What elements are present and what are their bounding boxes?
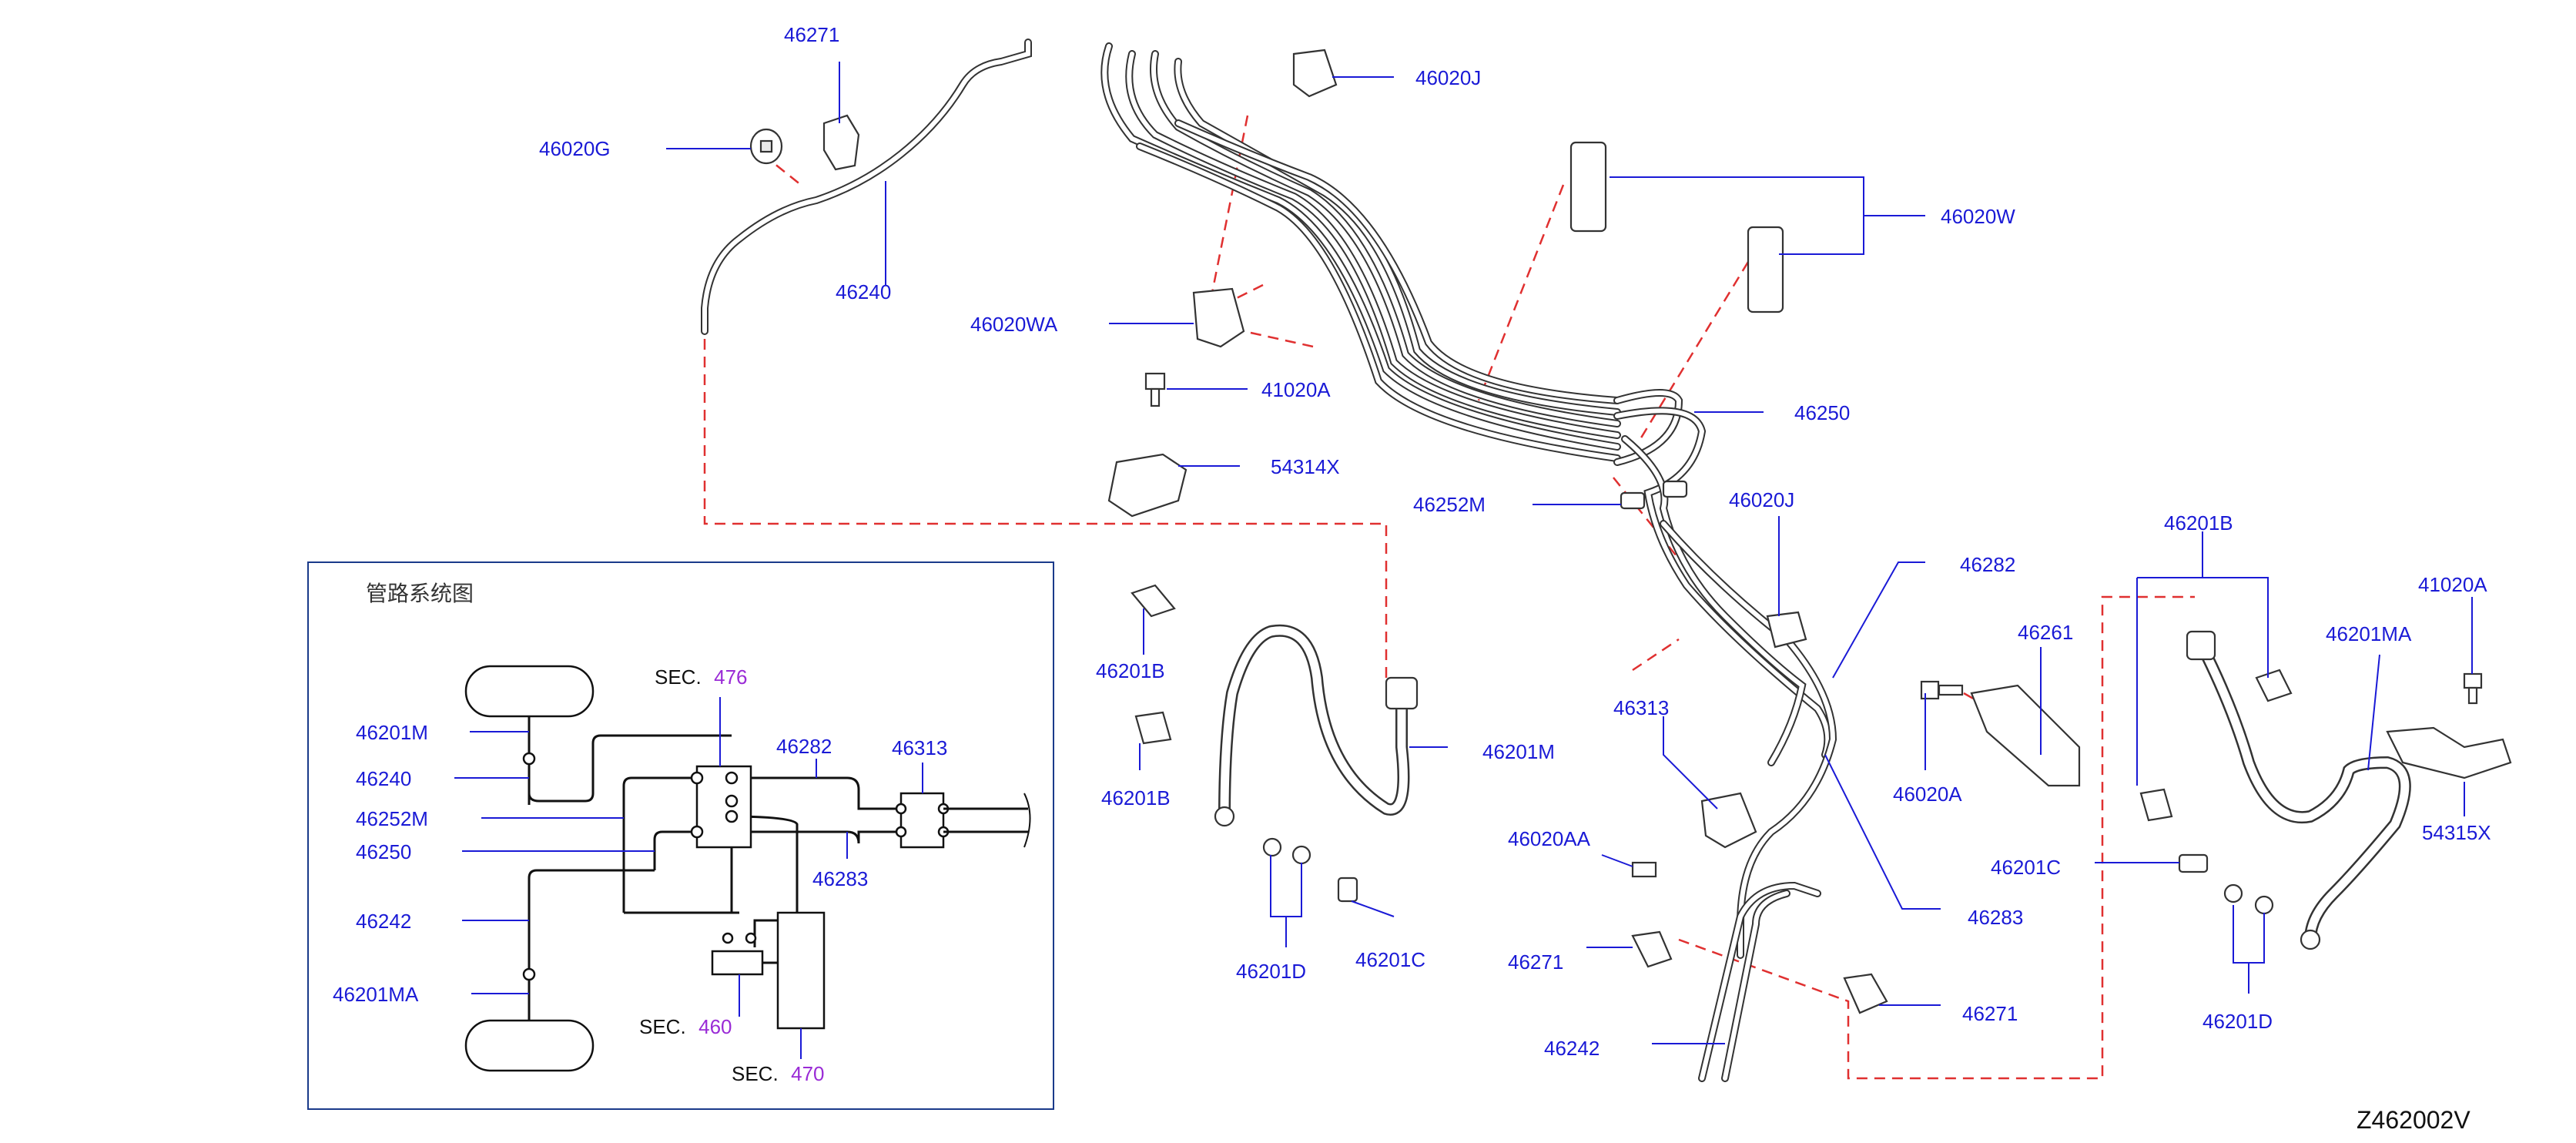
label-46271-top: 46271: [784, 23, 839, 46]
label-46201B-left2: 46201B: [1101, 786, 1171, 809]
main-pipe-bundle: [1100, 42, 1837, 1082]
rear-tire: [464, 1019, 595, 1072]
brake-booster: [776, 911, 826, 1030]
inset-label-46242: 46242: [356, 910, 411, 933]
label-46283: 46283: [1968, 906, 2023, 929]
label-41020A-right: 41020A: [2418, 573, 2487, 596]
valve-block: [695, 765, 752, 849]
label-46201C-right: 46201C: [1991, 856, 2061, 879]
hose-46201m: [1214, 624, 1419, 827]
inset-label-46313: 46313: [892, 736, 947, 759]
hose-46201ma: [2186, 630, 2411, 950]
label-46020G: 46020G: [539, 137, 611, 160]
label-46020J-top: 46020J: [1415, 66, 1481, 89]
label-46201C-left: 46201C: [1355, 948, 1425, 971]
diagram-id: Z462002V: [2357, 1106, 2470, 1134]
leader-lines: [666, 62, 2473, 1044]
label-46020WA: 46020WA: [970, 313, 1058, 336]
junction-46313: [899, 792, 945, 849]
dashed-assembly-lines: [703, 115, 2195, 1080]
part-labels: 46271 46020G 46240 46020J 46020W 46020WA…: [539, 23, 2491, 1060]
label-46201D-left: 46201D: [1236, 960, 1306, 983]
label-46020J-mid: 46020J: [1729, 488, 1794, 511]
label-46201M: 46201M: [1482, 740, 1555, 763]
label-54314X: 54314X: [1271, 455, 1340, 478]
inset-frame: [307, 561, 1054, 1110]
label-46201D-right: 46201D: [2202, 1010, 2273, 1033]
front-tire: [464, 665, 595, 718]
inset-label-46283: 46283: [812, 867, 868, 890]
sec-470-ref: SEC. 470: [732, 1062, 825, 1085]
label-46282: 46282: [1960, 553, 2015, 576]
label-46020AA: 46020AA: [1508, 827, 1591, 850]
pipe-46240: [701, 39, 1032, 335]
label-54315X: 54315X: [2422, 821, 2491, 844]
label-46261: 46261: [2018, 621, 2073, 644]
label-46020W: 46020W: [1941, 205, 2015, 228]
label-46250: 46250: [1794, 401, 1850, 424]
inset-label-46201MA: 46201MA: [333, 983, 419, 1006]
label-46242: 46242: [1544, 1037, 1600, 1060]
inset-label-46250: 46250: [356, 840, 411, 863]
sec-460-ref: SEC. 460: [639, 1015, 732, 1038]
label-46271-mid: 46271: [1508, 950, 1563, 974]
inset-label-46201M: 46201M: [356, 721, 428, 744]
label-46313: 46313: [1613, 696, 1669, 719]
inset-label-46252M: 46252M: [356, 807, 428, 830]
label-46201B-right: 46201B: [2164, 511, 2233, 535]
label-46201MA: 46201MA: [2326, 622, 2412, 645]
label-46252M: 46252M: [1413, 493, 1486, 516]
master-cylinder: [711, 950, 764, 976]
label-46240: 46240: [836, 280, 891, 303]
label-41020A-mid: 41020A: [1261, 378, 1331, 401]
inset-label-46282: 46282: [776, 735, 832, 758]
sec-476-ref: SEC. 476: [655, 665, 748, 689]
parts: [749, 49, 2512, 1014]
label-46201B-left1: 46201B: [1096, 659, 1165, 682]
inset-label-46240: 46240: [356, 767, 411, 790]
label-46271-low: 46271: [1962, 1002, 2018, 1025]
label-46020A: 46020A: [1893, 783, 1962, 806]
inset-title: 管路系统图: [366, 581, 474, 606]
piping-schematic-inset: 管路系统图: [307, 561, 1054, 1110]
